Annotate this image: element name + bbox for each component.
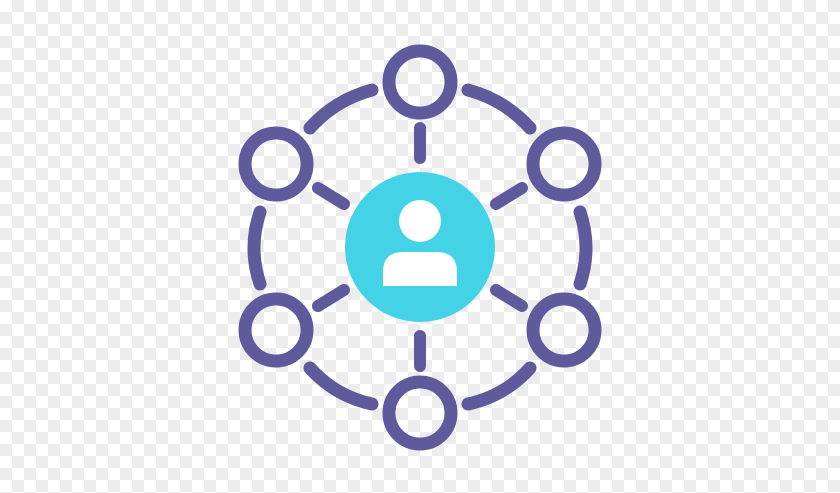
spoke-upper-left <box>312 182 350 210</box>
outer-ring-connectors <box>247 83 593 411</box>
connector-lower-right-bottom <box>461 361 537 411</box>
node-lower-left <box>238 292 314 368</box>
person-body <box>383 252 457 286</box>
node-upper-right <box>526 126 602 202</box>
spoke-lower-right <box>490 284 528 312</box>
node-upper-left <box>238 126 314 202</box>
connector-upper-right-lower-right <box>573 205 593 291</box>
node-lower-right <box>526 292 602 368</box>
person-icon <box>383 200 457 286</box>
center-circle <box>345 172 495 322</box>
connector-top-upper-right <box>461 83 537 135</box>
spoke-lower-left <box>312 284 350 312</box>
connector-upper-left-top <box>303 83 379 135</box>
node-top <box>382 44 458 120</box>
person-head <box>399 200 441 242</box>
inner-spokes <box>312 122 528 372</box>
spoke-upper-right <box>490 182 528 210</box>
center-user-node <box>345 172 495 322</box>
node-bottom <box>382 375 458 451</box>
connector-lower-left-upper-left <box>247 205 267 291</box>
connector-bottom-lower-left <box>303 361 379 411</box>
outer-nodes <box>238 44 602 451</box>
